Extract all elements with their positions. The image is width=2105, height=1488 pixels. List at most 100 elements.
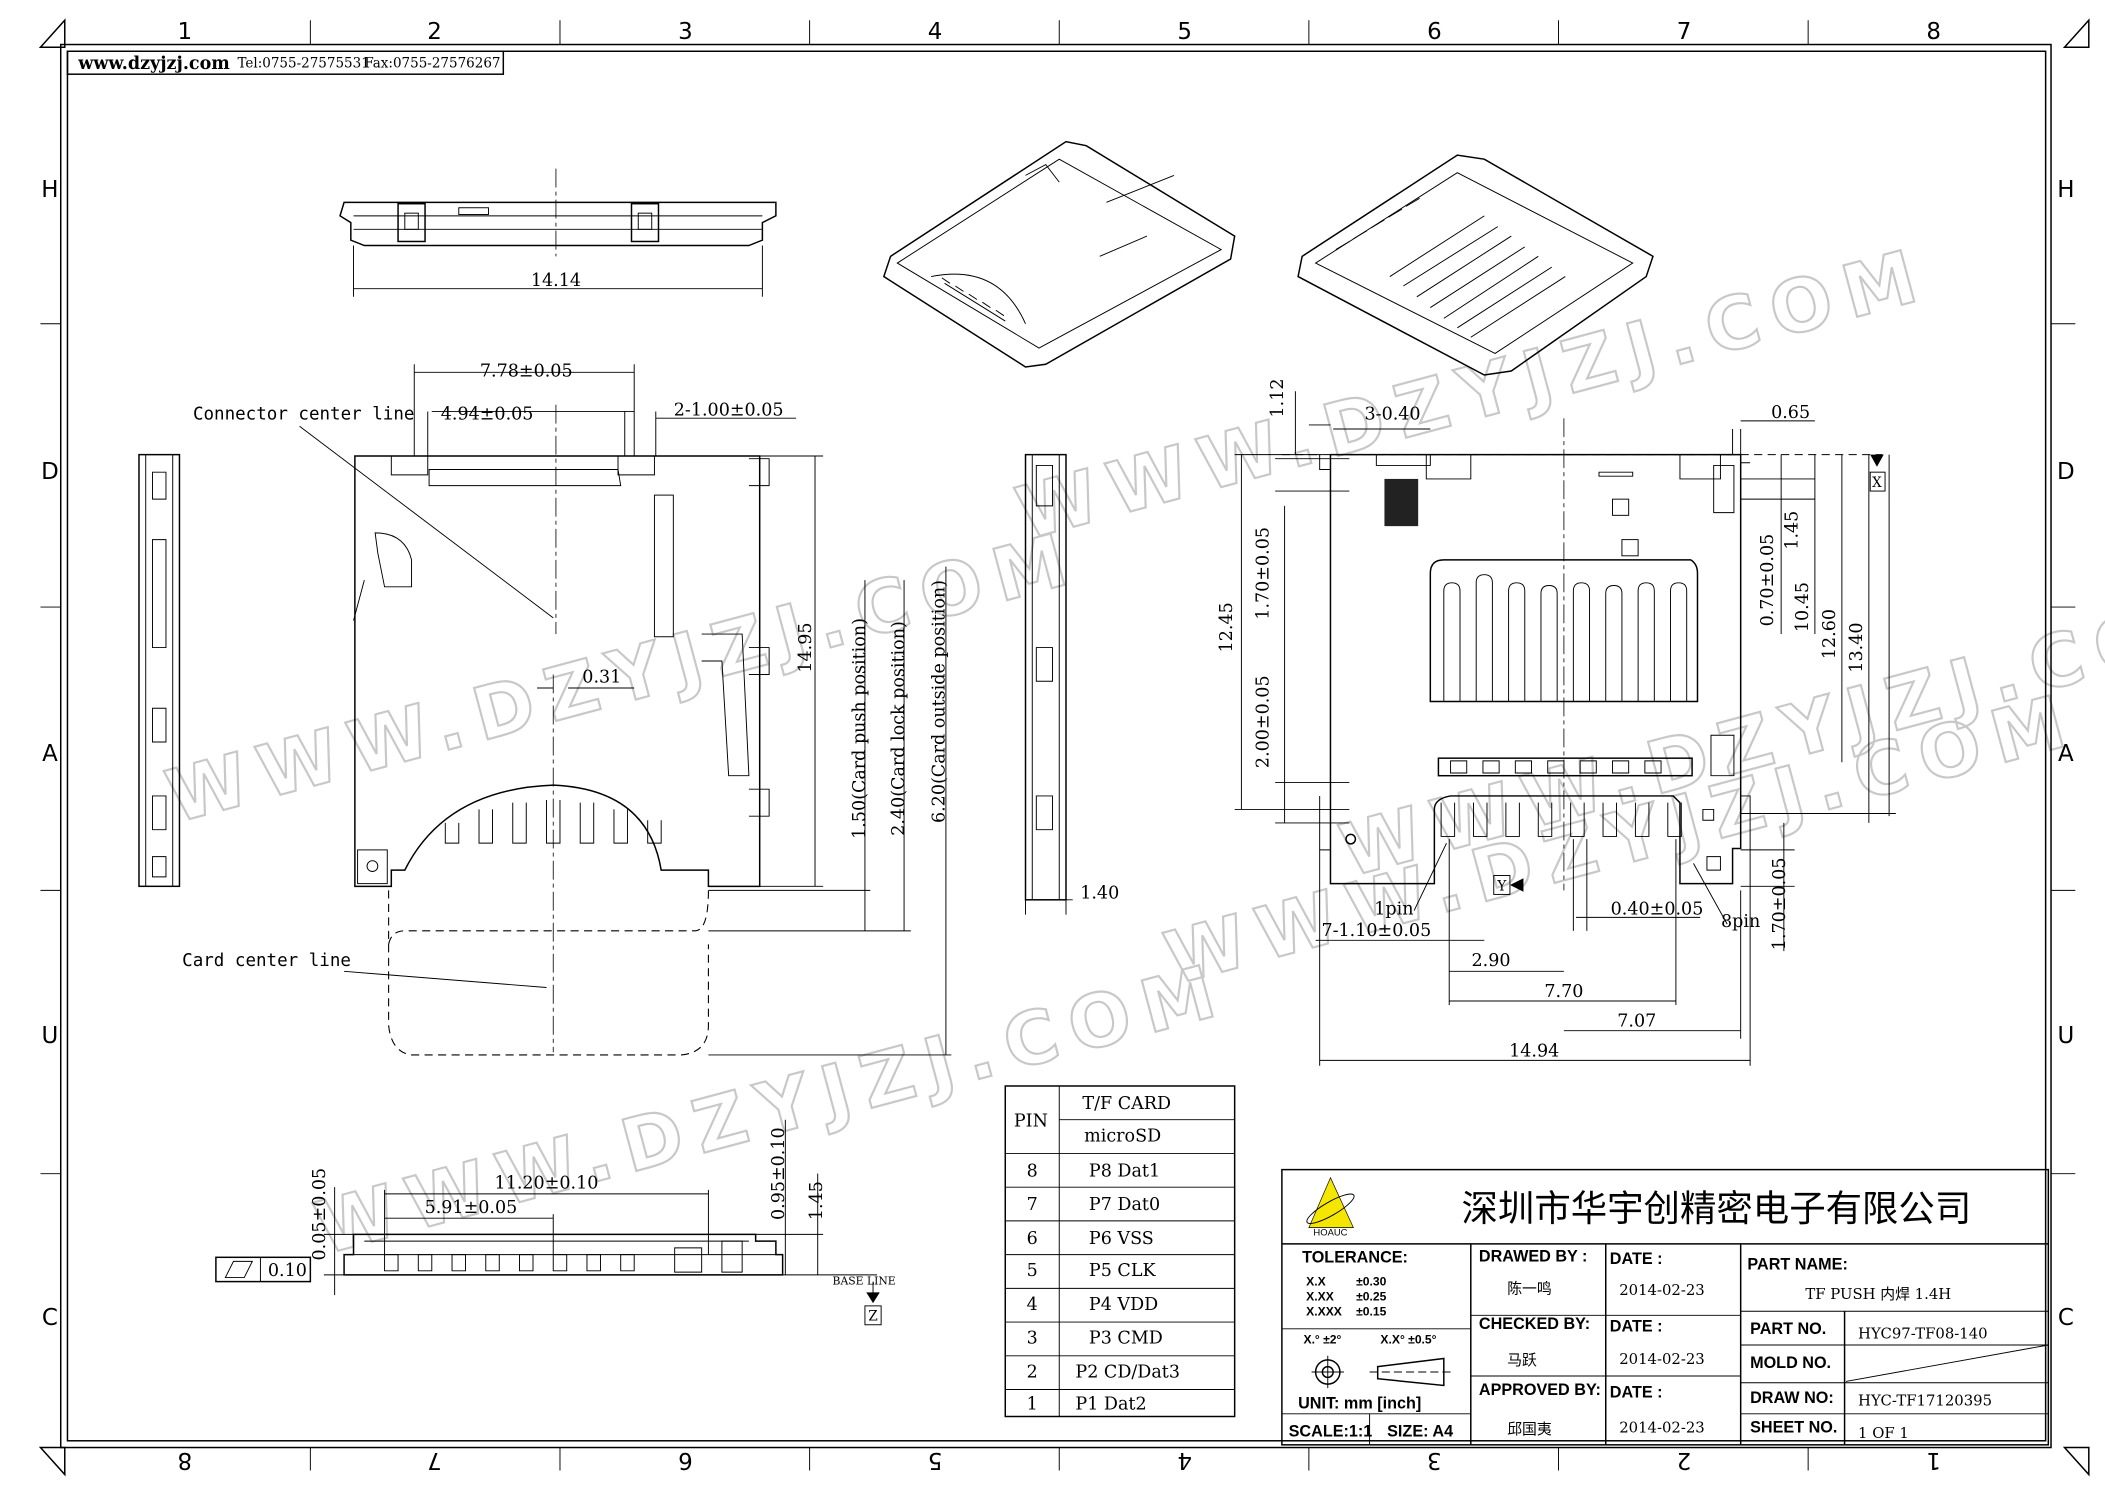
title-block-scale: SCALE:1:1 <box>1289 1423 1373 1441</box>
grid-rows-1: D <box>2057 459 2075 485</box>
footprint-pin1: 1pin <box>1374 900 1413 920</box>
iso-view-1 <box>882 140 1236 368</box>
bottom-view-d145: 1.45 <box>807 1181 827 1220</box>
title-block-part-name-label: PART NAME: <box>1747 1255 1847 1273</box>
title-block-part-name: TF PUSH 内焊 1.4H <box>1805 1286 1951 1303</box>
footprint-d707: 7.07 <box>1617 1012 1656 1032</box>
footprint-d070: 0.70±0.05 <box>1758 534 1778 627</box>
bottom-view-d005: 0.05±0.05 <box>310 1168 330 1261</box>
footprint-view: 1.12 3-0.40 0.65 12.45 1.70±0.05 2.00±0.… <box>1217 378 1896 1066</box>
pin-table-rows-2-signal: P6 VSS <box>1089 1229 1154 1249</box>
table-row: 4 P4 VDD <box>1027 1295 1158 1315</box>
bottom-view-d095: 0.95±0.10 <box>769 1127 789 1220</box>
title-block-tol-0-v: ±0.30 <box>1356 1275 1387 1289</box>
pin-table-rows-4-signal: P4 VDD <box>1089 1295 1158 1315</box>
title-block-approved-by-label: APPROVED BY: <box>1479 1381 1601 1399</box>
grid-columns-top-2: 3 <box>678 19 693 45</box>
grid-columns-top-1: 2 <box>427 19 442 45</box>
grid-rows-0: H <box>2057 177 2074 203</box>
side-view-top: 14.14 <box>339 168 777 297</box>
title-block-date-label: DATE : <box>1610 1384 1663 1402</box>
grid-columns-top-4: 5 <box>1177 19 1192 45</box>
company-logo: HOAUC <box>1306 1176 1355 1239</box>
pin-table-rows-6-pin: 2 <box>1027 1362 1038 1382</box>
grid-rows-3: U <box>2057 1023 2074 1049</box>
pin-table-header-pin: PIN <box>1014 1111 1048 1131</box>
title-block-part-no-label: PART NO. <box>1750 1320 1826 1338</box>
title-block-tolerance-label: TOLERANCE: <box>1302 1249 1408 1267</box>
pin-table-rows-1-pin: 7 <box>1027 1195 1038 1215</box>
footprint-datum-x: X <box>1872 475 1882 491</box>
grid-columns-top-6: 7 <box>1677 19 1692 45</box>
footprint-d1260: 12.60 <box>1820 609 1840 659</box>
title-block-date-label: DATE : <box>1610 1250 1663 1268</box>
footprint-datum-y: Y <box>1496 878 1507 894</box>
title-block-tol-1-v: ±0.25 <box>1356 1289 1387 1303</box>
title-block-drawed-by: 陈一鸣 <box>1507 1280 1552 1298</box>
footprint-d1245: 12.45 <box>1217 602 1237 652</box>
title-block-sheet-no: 1 OF 1 <box>1858 1425 1909 1442</box>
footprint-d770: 7.70 <box>1544 982 1583 1002</box>
top-view-lock: 2.40(Card lock position) <box>889 621 909 836</box>
footprint-d040: 0.40±0.05 <box>1611 900 1704 920</box>
title-block-drawed-by-label: DRAWED BY : <box>1479 1247 1588 1265</box>
pin-table-rows-2-pin: 6 <box>1027 1229 1038 1249</box>
grid-rows-0: H <box>41 177 58 203</box>
top-view-offset: 0.31 <box>582 668 621 688</box>
tel: Tel:0755-27575531 <box>237 55 369 71</box>
website-link[interactable]: www.dzyjzj.com <box>77 54 230 74</box>
pin-table-rows-0-signal: P8 Dat1 <box>1089 1161 1160 1181</box>
top-view-w494: 4.94±0.05 <box>441 405 534 425</box>
footprint-d112: 1.12 <box>1268 378 1288 417</box>
pin-table-rows-7-signal: P1 Dat2 <box>1075 1395 1146 1415</box>
grid-columns-bottom-7: 1 <box>1926 1447 1941 1473</box>
bottom-view-d1120: 11.20±0.10 <box>495 1174 599 1194</box>
title-block-approved-by: 邱国夷 <box>1507 1421 1552 1438</box>
title-block-logo-text: HOAUC <box>1313 1228 1347 1239</box>
grid-columns-bottom-0: 8 <box>178 1447 193 1473</box>
title-block: HOAUC 深圳市华宇创精密电子有限公司 TOLERANCE: X.X±0.30… <box>1281 1168 2050 1446</box>
grid-rows-1: D <box>41 459 59 485</box>
title-block-angle1: X.° ±2° <box>1303 1333 1341 1347</box>
grid-rows-3: U <box>42 1023 59 1049</box>
company-name: 深圳市华宇创精密电子有限公司 <box>1462 1187 1972 1230</box>
grid-columns-bottom-6: 2 <box>1677 1447 1692 1473</box>
title-block-tol-2-v: ±0.15 <box>1356 1304 1387 1318</box>
bottom-view-datum-z: Z <box>868 1309 877 1325</box>
bottom-view-flatness: 0.10 <box>268 1261 307 1281</box>
pin-table-rows-4-pin: 4 <box>1027 1295 1038 1315</box>
footprint-d1045: 10.45 <box>1793 582 1813 632</box>
bottom-view: 11.20±0.10 5.91±0.05 0.05±0.05 0.95±0.10… <box>215 1119 896 1326</box>
grid-columns-top-7: 8 <box>1926 19 1941 45</box>
projection-symbol-icon <box>1311 1355 1451 1389</box>
grid-columns-top-3: 4 <box>928 19 943 45</box>
footprint-d200: 2.00±0.05 <box>1253 675 1273 768</box>
grid-columns-bottom-5: 3 <box>1427 1447 1442 1473</box>
top-view-outside: 6.20(Card outside position) <box>930 580 950 823</box>
pin-table-rows-7-pin: 1 <box>1027 1395 1038 1415</box>
grid-columns-top-0: 1 <box>178 19 193 45</box>
pin-table-rows-5-pin: 3 <box>1027 1329 1038 1349</box>
title-block-date-label: DATE : <box>1610 1318 1663 1336</box>
footprint-d170b: 1.70±0.05 <box>1770 858 1790 951</box>
title-block-draw-no: HYC-TF17120395 <box>1858 1393 1992 1410</box>
footprint-d065: 0.65 <box>1771 403 1810 423</box>
footprint-d1340: 13.40 <box>1847 622 1867 672</box>
title-block-part-no: HYC97-TF08-140 <box>1858 1325 1988 1342</box>
card-center-line-label: Card center line <box>182 951 351 971</box>
grid-rows-4: C <box>42 1305 58 1331</box>
bottom-view-base-line: BASE LINE <box>833 1274 896 1287</box>
grid-columns-bottom-1: 7 <box>427 1447 442 1473</box>
title-block-checked-by-label: CHECKED BY: <box>1479 1315 1590 1333</box>
table-row: 1 P1 Dat2 <box>1027 1395 1147 1415</box>
top-view-height: 14.95 <box>796 622 816 672</box>
grid-rows-2: A <box>42 741 58 767</box>
bottom-view-d591: 5.91±0.05 <box>425 1198 518 1218</box>
top-view-thickness: 1.40 <box>1080 883 1119 903</box>
grid-rows-4: C <box>2058 1305 2074 1331</box>
connector-center-line-label: Connector center line <box>193 405 414 425</box>
